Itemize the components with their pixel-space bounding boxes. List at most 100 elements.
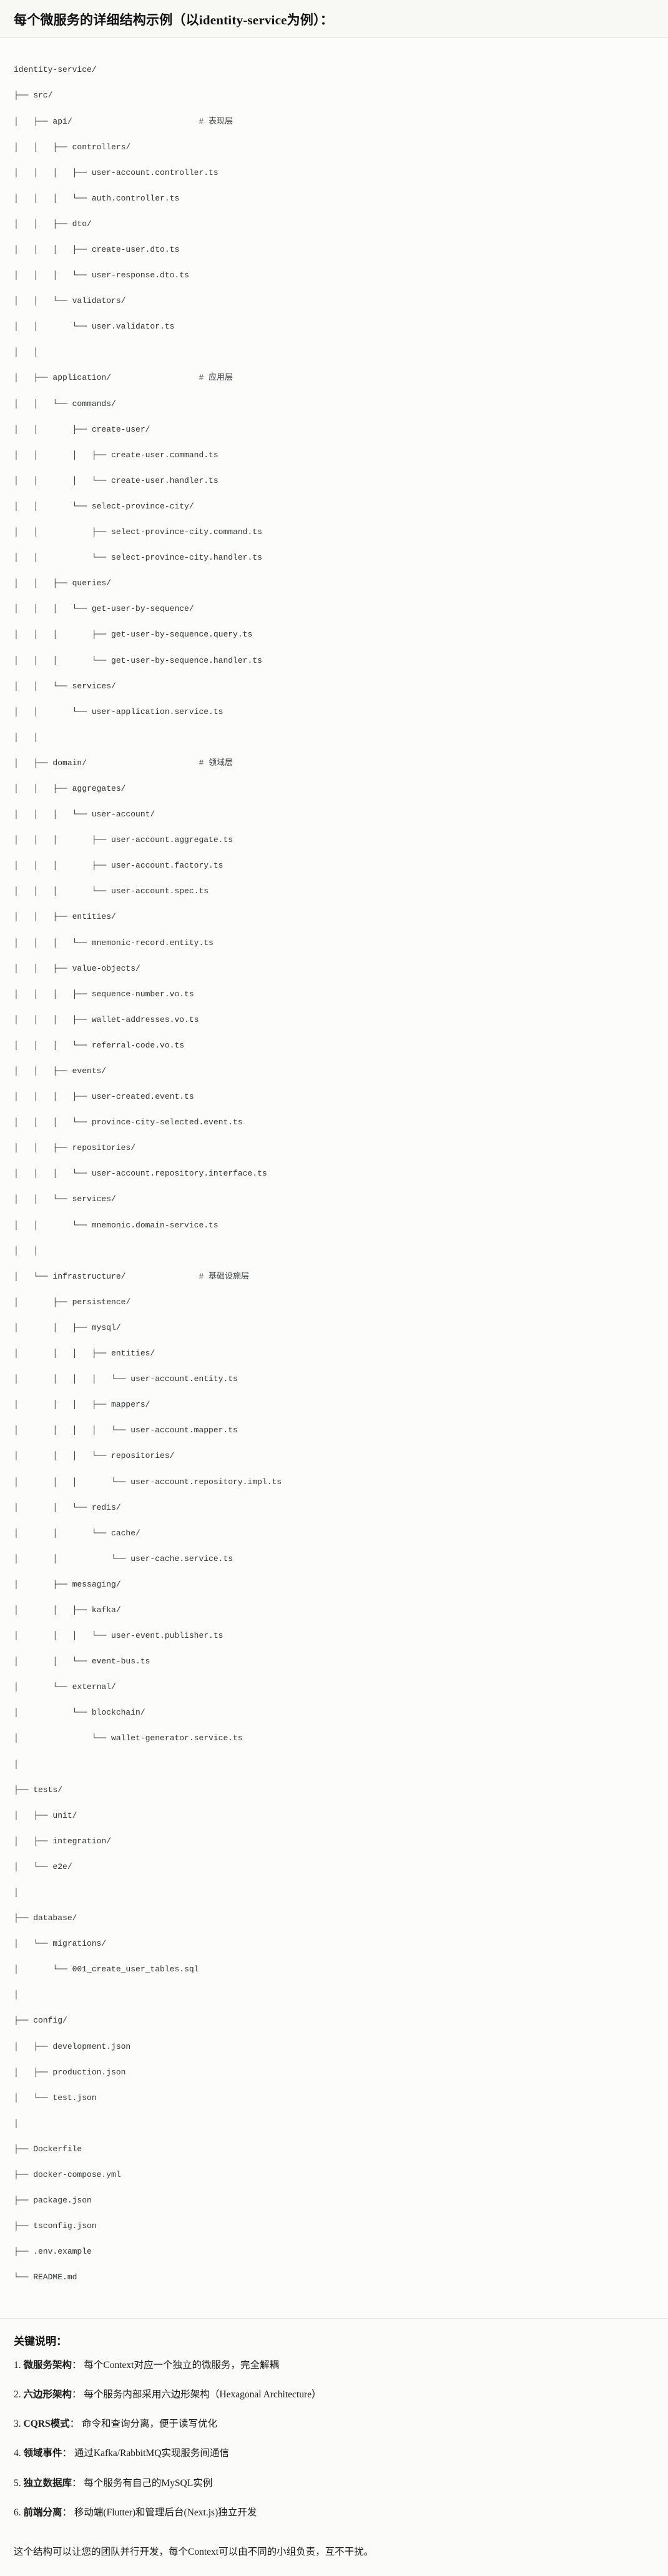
- key-point-number: 5.: [14, 2477, 21, 2489]
- key-point-number: 1.: [14, 2359, 21, 2370]
- tree-line: │ │ │ └── user-response.dto.ts: [14, 270, 189, 280]
- tree-line: ├── .env.example: [14, 2247, 92, 2257]
- tree-line: │ ├── integration/: [14, 1836, 112, 1846]
- tree-line: │ │ │ └── get-user-by-sequence.handler.t…: [14, 655, 262, 665]
- tree-line: │ │ ├── entities/: [14, 912, 116, 922]
- tree-line: │ │ │ ├── sequence-number.vo.ts: [14, 989, 194, 999]
- tree-line: │ │ │ └── user-account.repository.impl.t…: [14, 1477, 282, 1487]
- tree-line: │ │ └── services/: [14, 681, 116, 691]
- tree-line: │ ├── application/ # 应用层: [14, 373, 233, 383]
- tree-line: │ │ └── user-application.service.ts: [14, 706, 223, 716]
- tree-line: └── README.md: [14, 2272, 77, 2282]
- tree-line: ├── Dockerfile: [14, 2144, 82, 2154]
- page-title: 每个微服务的详细结构示例（以identity-service为例）：: [14, 12, 333, 27]
- tree-line: │ │ │ ├── user-account.controller.ts: [14, 167, 219, 177]
- tree-line: ├── tsconfig.json: [14, 2221, 97, 2231]
- tree-line: │ │ ├── controllers/: [14, 142, 131, 152]
- tree-line: │ │ └── services/: [14, 1194, 116, 1204]
- tree-line: │ │ ├── select-province-city.command.ts: [14, 527, 262, 537]
- directory-tree-code: identity-service/ ├── src/ │ ├── api/ # …: [14, 64, 654, 2284]
- key-point-separator: ：: [62, 2448, 72, 2459]
- tree-line: │ │ ├── kafka/: [14, 1605, 121, 1615]
- key-point-term: 独立数据库: [23, 2477, 72, 2489]
- tree-line: ├── database/: [14, 1913, 77, 1923]
- tree-line: │ │ └── event-bus.ts: [14, 1657, 150, 1667]
- tree-line: │ │ └── user.validator.ts: [14, 322, 175, 332]
- key-point-description: 每个Context对应一个独立的微服务，完全解耦: [84, 2359, 279, 2370]
- tree-line: │ │ ├── dto/: [14, 219, 92, 229]
- tree-line: │ │ │ ├── user-account.factory.ts: [14, 861, 223, 871]
- tree-line: │: [14, 1990, 19, 2000]
- tree-line: │ └── e2e/: [14, 1861, 72, 1871]
- key-point-description: 每个服务有自己的MySQL实例: [84, 2477, 213, 2489]
- tree-line: │ │ │ ├── user-created.event.ts: [14, 1092, 194, 1102]
- tree-line: │ └── blockchain/: [14, 1708, 145, 1718]
- tree-line: │ │ ├── mysql/: [14, 1322, 121, 1332]
- tree-line: │ │ │ └── province-city-selected.event.t…: [14, 1117, 243, 1127]
- tree-line: │ │ │ └── create-user.handler.ts: [14, 475, 219, 485]
- key-point-number: 2.: [14, 2389, 21, 2400]
- tree-line: │ │ └── mnemonic.domain-service.ts: [14, 1220, 219, 1230]
- tree-line: │ └── external/: [14, 1682, 116, 1692]
- tree-line: │ │ ├── value-objects/: [14, 963, 140, 973]
- tree-line: │ │ │ └── user-account.spec.ts: [14, 886, 209, 896]
- tree-line: │ └── wallet-generator.service.ts: [14, 1733, 243, 1743]
- tree-line: │ │ │ ├── user-account.aggregate.ts: [14, 835, 233, 845]
- tree-line: │ │ └── cache/: [14, 1528, 140, 1538]
- tree-line: │ │ ├── repositories/: [14, 1143, 136, 1153]
- tree-line: │ │ ├── queries/: [14, 578, 112, 588]
- key-point-description: 每个服务内部采用六边形架构（Hexagonal Architecture）: [84, 2389, 322, 2400]
- key-point-description: 移动端(Flutter)和管理后台(Next.js)独立开发: [74, 2507, 257, 2518]
- tree-line: │ │ │ └── repositories/: [14, 1451, 175, 1461]
- tree-line: │ ├── api/ # 表现层: [14, 116, 233, 126]
- tree-line: │ ├── development.json: [14, 2041, 131, 2051]
- key-point-number: 6.: [14, 2507, 21, 2518]
- key-point-item: 4. 领域事件： 通过Kafka/RabbitMQ实现服务间通信: [14, 2446, 654, 2460]
- key-point-item: 1. 微服务架构： 每个Context对应一个独立的微服务，完全解耦: [14, 2358, 654, 2372]
- tree-line: │ │ │ ├── entities/: [14, 1349, 155, 1359]
- key-point-description: 通过Kafka/RabbitMQ实现服务间通信: [74, 2448, 229, 2459]
- tree-line: │ │ │ └── get-user-by-sequence/: [14, 604, 194, 614]
- tree-line: ├── src/: [14, 91, 53, 101]
- tree-line: │ │: [14, 347, 39, 357]
- tree-line: │ │ └── validators/: [14, 296, 126, 306]
- tree-line: │: [14, 1759, 19, 1769]
- tree-line: │ ├── messaging/: [14, 1579, 121, 1589]
- tree-line: │ ├── production.json: [14, 2067, 126, 2077]
- tree-line: │ │ └── user-cache.service.ts: [14, 1553, 233, 1563]
- key-point-separator: ：: [72, 2389, 82, 2400]
- tree-line: │ ├── unit/: [14, 1810, 77, 1820]
- key-point-description: 命令和查询分离，便于读写优化: [81, 2419, 217, 2429]
- tree-line: │ ├── domain/ # 领域层: [14, 758, 233, 768]
- closing-paragraph: 这个结构可以让您的团队并行开发，每个Context可以由不同的小组负责，互不干扰…: [14, 2547, 374, 2557]
- tree-line: │ │ ├── aggregates/: [14, 783, 126, 793]
- key-point-item: 6. 前端分离： 移动端(Flutter)和管理后台(Next.js)独立开发: [14, 2505, 654, 2520]
- directory-tree-block: identity-service/ ├── src/ │ ├── api/ # …: [0, 38, 668, 2312]
- tree-line-comment: # 基础设施层: [199, 1271, 250, 1281]
- tree-line: ├── tests/: [14, 1785, 63, 1795]
- key-point-number: 3.: [14, 2419, 21, 2429]
- header: 每个微服务的详细结构示例（以identity-service为例）：: [0, 0, 668, 39]
- tree-line-comment: # 表现层: [199, 116, 233, 126]
- tree-line: │ │ │ └── user-account.repository.interf…: [14, 1169, 267, 1179]
- tree-line: │ └── infrastructure/ # 基础设施层: [14, 1271, 250, 1281]
- tree-line: ├── package.json: [14, 2196, 92, 2206]
- tree-line: │ │ │ │ └── user-account.mapper.ts: [14, 1425, 238, 1435]
- tree-line-comment: # 应用层: [199, 373, 233, 383]
- tree-line: identity-service/: [14, 65, 97, 75]
- tree-line: │ │ └── select-province-city/: [14, 501, 194, 511]
- tree-line: │ │ │ └── referral-code.vo.ts: [14, 1040, 185, 1050]
- key-point-item: 3. CQRS模式： 命令和查询分离，便于读写优化: [14, 2417, 654, 2431]
- key-point-separator: ：: [72, 2359, 82, 2370]
- tree-line: │ │ │ │ └── user-account.entity.ts: [14, 1374, 238, 1384]
- tree-line: ├── docker-compose.yml: [14, 2170, 121, 2180]
- tree-line-comment: # 领域层: [199, 758, 233, 768]
- tree-line: │ │ │ ├── wallet-addresses.vo.ts: [14, 1014, 199, 1024]
- tree-line: │ ├── persistence/: [14, 1297, 131, 1307]
- key-point-term: 微服务架构: [23, 2359, 72, 2370]
- tree-line: │ │ │ ├── create-user.command.ts: [14, 450, 219, 460]
- tree-line: │ │ │ └── user-account/: [14, 810, 155, 820]
- key-points-title: 关键说明：: [14, 2335, 67, 2347]
- directory-tree: identity-service/ ├── src/ │ ├── api/ # …: [14, 64, 654, 2297]
